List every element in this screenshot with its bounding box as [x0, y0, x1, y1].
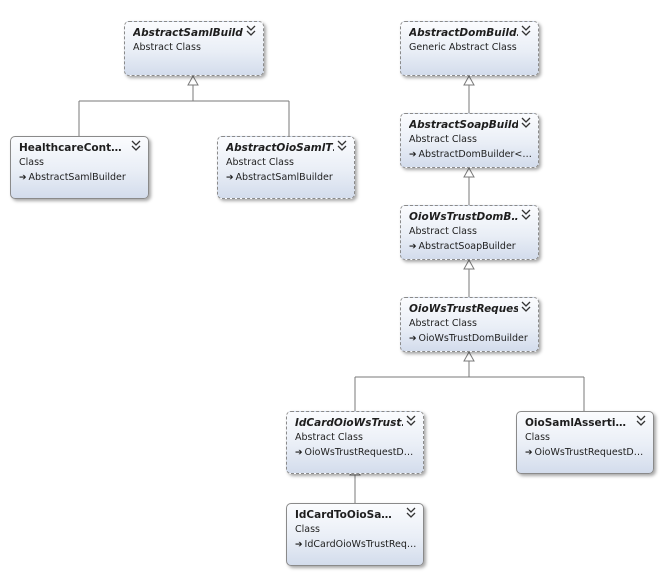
- class-box-abstract-oio-saml[interactable]: AbstractOioSamlT… Abstract Class ➔Abstra…: [217, 136, 355, 199]
- collapse-chevron-icon[interactable]: [520, 24, 532, 38]
- class-box-healthcare-cont[interactable]: HealthcareCont… Class ➔AbstractSamlBuild…: [10, 136, 149, 199]
- collapse-chevron-icon[interactable]: [405, 414, 417, 428]
- class-title: IdCardOioWsTrust…: [295, 417, 403, 429]
- class-kind: Class: [295, 524, 320, 535]
- inherit-arrow-icon: ➔: [226, 173, 234, 183]
- class-title: AbstractSamlBuilder: [133, 27, 243, 39]
- class-title: OioWsTrustReques…: [409, 303, 518, 315]
- class-box-abstract-dom-builder[interactable]: AbstractDomBuild… Generic Abstract Class: [400, 21, 539, 76]
- base-class: ➔AbstractSoapBuilder: [409, 241, 516, 252]
- class-box-abstract-soap-builder[interactable]: AbstractSoapBuilder Abstract Class ➔Abst…: [400, 113, 539, 168]
- class-box-idcard-to-oio-saml[interactable]: IdCardToOioSa… Class ➔IdCardOioWsTrustRe…: [286, 503, 424, 566]
- class-kind: Abstract Class: [226, 157, 294, 168]
- inheritance-arrowhead: [187, 74, 199, 86]
- collapse-chevron-icon[interactable]: [405, 506, 417, 520]
- base-class: ➔AbstractSamlBuilder: [19, 172, 126, 183]
- class-title: AbstractSoapBuilder: [409, 119, 518, 131]
- class-title: IdCardToOioSa…: [295, 509, 392, 521]
- collapse-chevron-icon[interactable]: [520, 300, 532, 314]
- class-title: OioWsTrustDomB…: [409, 211, 518, 223]
- class-kind: Class: [19, 157, 44, 168]
- class-kind: Abstract Class: [409, 134, 477, 145]
- class-kind: Abstract Class: [295, 432, 363, 443]
- class-box-oio-ws-trust-dom-builder[interactable]: OioWsTrustDomB… Abstract Class ➔Abstract…: [400, 205, 539, 260]
- class-title: HealthcareCont…: [19, 142, 122, 154]
- class-box-oio-saml-assertion[interactable]: OioSamlAsserti… Class ➔OioWsTrustRequest…: [516, 411, 654, 474]
- class-title: AbstractDomBuild…: [409, 27, 518, 39]
- inherit-arrow-icon: ➔: [409, 150, 417, 160]
- collapse-chevron-icon[interactable]: [245, 24, 257, 38]
- class-kind: Abstract Class: [133, 42, 201, 53]
- class-kind: Abstract Class: [409, 318, 477, 329]
- inherit-arrow-icon: ➔: [525, 448, 533, 458]
- class-box-idcard-oio-ws-trust[interactable]: IdCardOioWsTrust… Abstract Class ➔OioWsT…: [286, 411, 424, 474]
- class-box-abstract-saml-builder[interactable]: AbstractSamlBuilder Abstract Class: [124, 21, 264, 76]
- base-class: ➔AbstractDomBuilder<…: [409, 149, 532, 160]
- inheritance-arrowhead: [463, 258, 475, 270]
- base-class: ➔IdCardOioWsTrustReq…: [295, 539, 417, 550]
- base-class: ➔OioWsTrustDomBuilder: [409, 333, 528, 344]
- inheritance-arrowhead: [463, 166, 475, 178]
- collapse-chevron-icon[interactable]: [130, 139, 142, 153]
- class-title: AbstractOioSamlT…: [226, 142, 334, 154]
- inherit-arrow-icon: ➔: [19, 173, 27, 183]
- collapse-chevron-icon[interactable]: [520, 116, 532, 130]
- class-box-oio-ws-trust-request[interactable]: OioWsTrustReques… Abstract Class ➔OioWsT…: [400, 297, 539, 352]
- base-class: ➔AbstractSamlBuilder: [226, 172, 333, 183]
- collapse-chevron-icon[interactable]: [336, 139, 348, 153]
- base-class: ➔OioWsTrustRequestD…: [295, 447, 414, 458]
- inherit-arrow-icon: ➔: [295, 448, 303, 458]
- inherit-arrow-icon: ➔: [295, 540, 303, 550]
- inheritance-arrowhead: [463, 350, 475, 362]
- class-kind: Abstract Class: [409, 226, 477, 237]
- class-kind: Class: [525, 432, 550, 443]
- collapse-chevron-icon[interactable]: [520, 208, 532, 222]
- class-title: OioSamlAsserti…: [525, 417, 626, 429]
- collapse-chevron-icon[interactable]: [635, 414, 647, 428]
- inherit-arrow-icon: ➔: [409, 334, 417, 344]
- inherit-arrow-icon: ➔: [409, 242, 417, 252]
- base-class: ➔OioWsTrustRequestD…: [525, 447, 644, 458]
- class-kind: Generic Abstract Class: [409, 42, 517, 53]
- inheritance-arrowhead: [463, 74, 475, 86]
